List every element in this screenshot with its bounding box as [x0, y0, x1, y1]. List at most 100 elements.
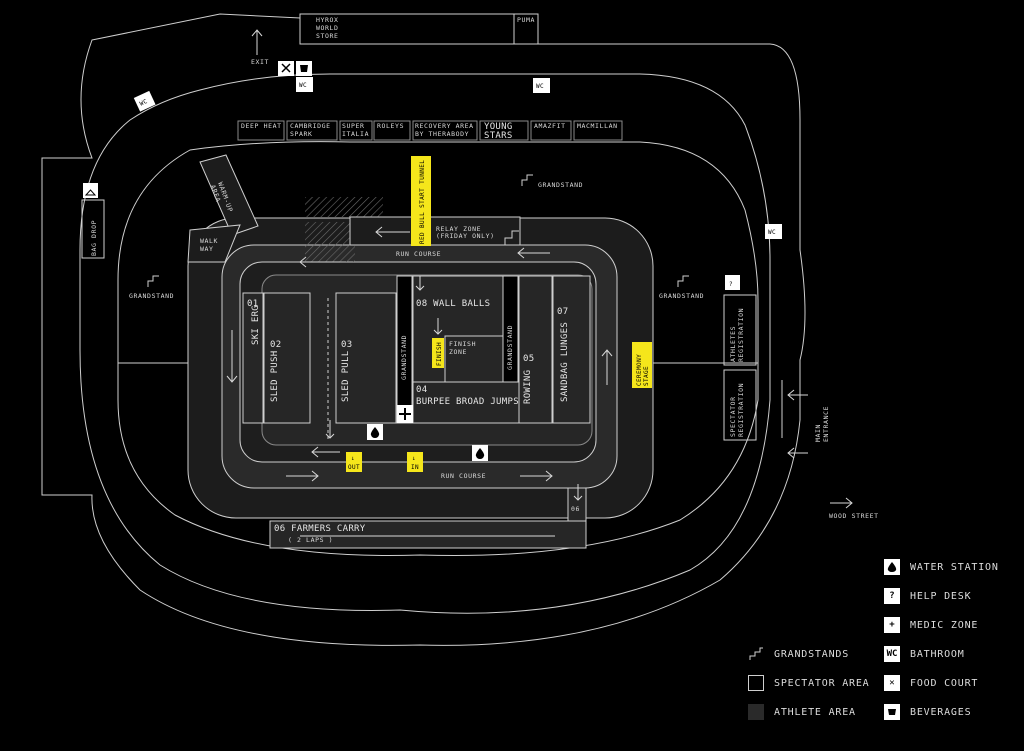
- athletes-registration-box: [723, 294, 757, 366]
- food-icon: ✕: [884, 675, 900, 691]
- wc-marker: WC: [296, 77, 313, 92]
- grandstand-ring: [117, 141, 759, 557]
- legend-label: BEVERAGES: [910, 706, 972, 718]
- bag-drop-icon: [83, 183, 98, 198]
- help-desk-marker: ?: [725, 275, 740, 290]
- grandstand-icon: [748, 646, 764, 662]
- legend-item: BEVERAGES: [884, 703, 971, 721]
- station-01-num: 01: [247, 299, 258, 309]
- grandstand-icon: [677, 275, 689, 287]
- grandstand-inner-label: GRANDSTAND: [400, 335, 408, 380]
- legend-label: SPECTATOR AREA: [774, 677, 870, 689]
- sponsor-strip: [237, 120, 623, 141]
- medic-zone-marker: [397, 405, 413, 423]
- station-07-sandbag-lunges: [552, 275, 591, 424]
- svg-text:WC: WC: [139, 98, 149, 108]
- store-building: [299, 13, 539, 45]
- legend-item: ?HELP DESK: [884, 587, 971, 605]
- grandstand-label: GRANDSTAND: [538, 181, 583, 189]
- bag-drop-label: BAG DROP: [90, 220, 98, 256]
- main-entrance-label: MAINENTRANCE: [814, 406, 830, 442]
- station-02-label: SLED PUSH: [270, 351, 280, 402]
- station-07-label: SANDBAG LUNGES: [560, 322, 570, 402]
- in-label: IN: [411, 464, 419, 471]
- station-05-rowing: [518, 275, 553, 424]
- grandstand-icon: [147, 275, 159, 287]
- beverages-marker: [296, 61, 312, 76]
- legend-item: SPECTATOR AREA: [748, 674, 870, 692]
- station-05-num: 05: [523, 354, 534, 364]
- finish-label: FINISH: [436, 342, 443, 366]
- legend-item: + MEDIC ZONE: [884, 616, 978, 634]
- wood-street-label: WOOD STREET: [829, 512, 879, 520]
- svg-text:WC: WC: [768, 229, 776, 236]
- finish-marker: [432, 338, 444, 368]
- venue-outer-boundary: [41, 13, 806, 646]
- concourse-ring: [79, 73, 771, 614]
- station-04-burpee: [412, 381, 521, 424]
- ceremony-stage: [632, 342, 652, 388]
- run-course-label: RUN COURSE: [441, 472, 486, 480]
- hatched-zone-top: [305, 197, 383, 217]
- wc-marker: WC: [533, 78, 550, 93]
- out-marker: [346, 452, 362, 472]
- svg-text:↓: ↓: [351, 455, 355, 462]
- relay-zone-label: RELAY ZONE: [436, 225, 481, 233]
- svg-text:WC: WC: [299, 82, 307, 89]
- legend-label: MEDIC ZONE: [910, 619, 979, 631]
- station-01-ski-erg: [242, 292, 264, 424]
- legend-item: GRANDSTANDS: [748, 645, 849, 663]
- spectator-area-icon: [748, 675, 764, 691]
- water-station-marker: [472, 445, 488, 461]
- station-02-num: 02: [270, 340, 281, 350]
- cup-icon: [884, 704, 900, 720]
- course-arrows: [226, 29, 853, 537]
- svg-text:↓: ↓: [412, 455, 416, 462]
- station-06-farmers-carry: [269, 520, 587, 549]
- sponsor-6: AMAZFIT: [534, 122, 566, 130]
- station-06-laps: ( 2 LAPS ): [288, 536, 333, 544]
- station-05-label: ROWING: [523, 370, 533, 404]
- warmup-area: [199, 154, 259, 236]
- puma-label: PUMA: [517, 16, 535, 24]
- station-02-sled-push: [263, 292, 311, 424]
- athlete-area-icon: [748, 704, 764, 720]
- in-marker: [407, 452, 423, 472]
- grandstand-label: GRANDSTAND: [129, 292, 174, 300]
- hatched-zone-mid: [305, 222, 355, 262]
- wc-icon: WC: [884, 646, 900, 662]
- red-bull-start-tunnel: [411, 156, 431, 246]
- legend-label: GRANDSTANDS: [774, 648, 850, 660]
- sponsor-0: DEEP HEAT: [241, 122, 282, 130]
- grandstand-label: GRANDSTAND: [659, 292, 704, 300]
- legend-label: ATHLETE AREA: [774, 706, 856, 718]
- svg-text:?: ?: [729, 281, 733, 288]
- legend-label: FOOD COURT: [910, 677, 979, 689]
- sponsor-7: MACMILLAN: [577, 122, 618, 130]
- spectator-registration-label: SPECTATORREGISTRATION: [729, 383, 745, 437]
- station-03-label: SLED PULL: [341, 351, 351, 402]
- svg-text:WC: WC: [536, 83, 544, 90]
- athletes-registration-label: ATHLETESREGISTRATION: [729, 308, 745, 362]
- ceremony-stage-label: CEREMONYSTAGE: [636, 354, 650, 386]
- water-station-marker: [367, 424, 383, 440]
- wc-marker: WC: [133, 90, 156, 112]
- tunnel-label: RED BULL START TUNNEL: [419, 160, 426, 244]
- spectator-registration-box: [723, 369, 757, 441]
- water-drop-icon: [884, 559, 900, 575]
- sponsor-3: ROLEYS: [377, 122, 404, 130]
- medic-cross-icon: +: [884, 617, 900, 633]
- station-08-label: 08 WALL BALLS: [416, 299, 490, 309]
- station-07-num: 07: [557, 307, 568, 317]
- run-course-label: RUN COURSE: [396, 250, 441, 258]
